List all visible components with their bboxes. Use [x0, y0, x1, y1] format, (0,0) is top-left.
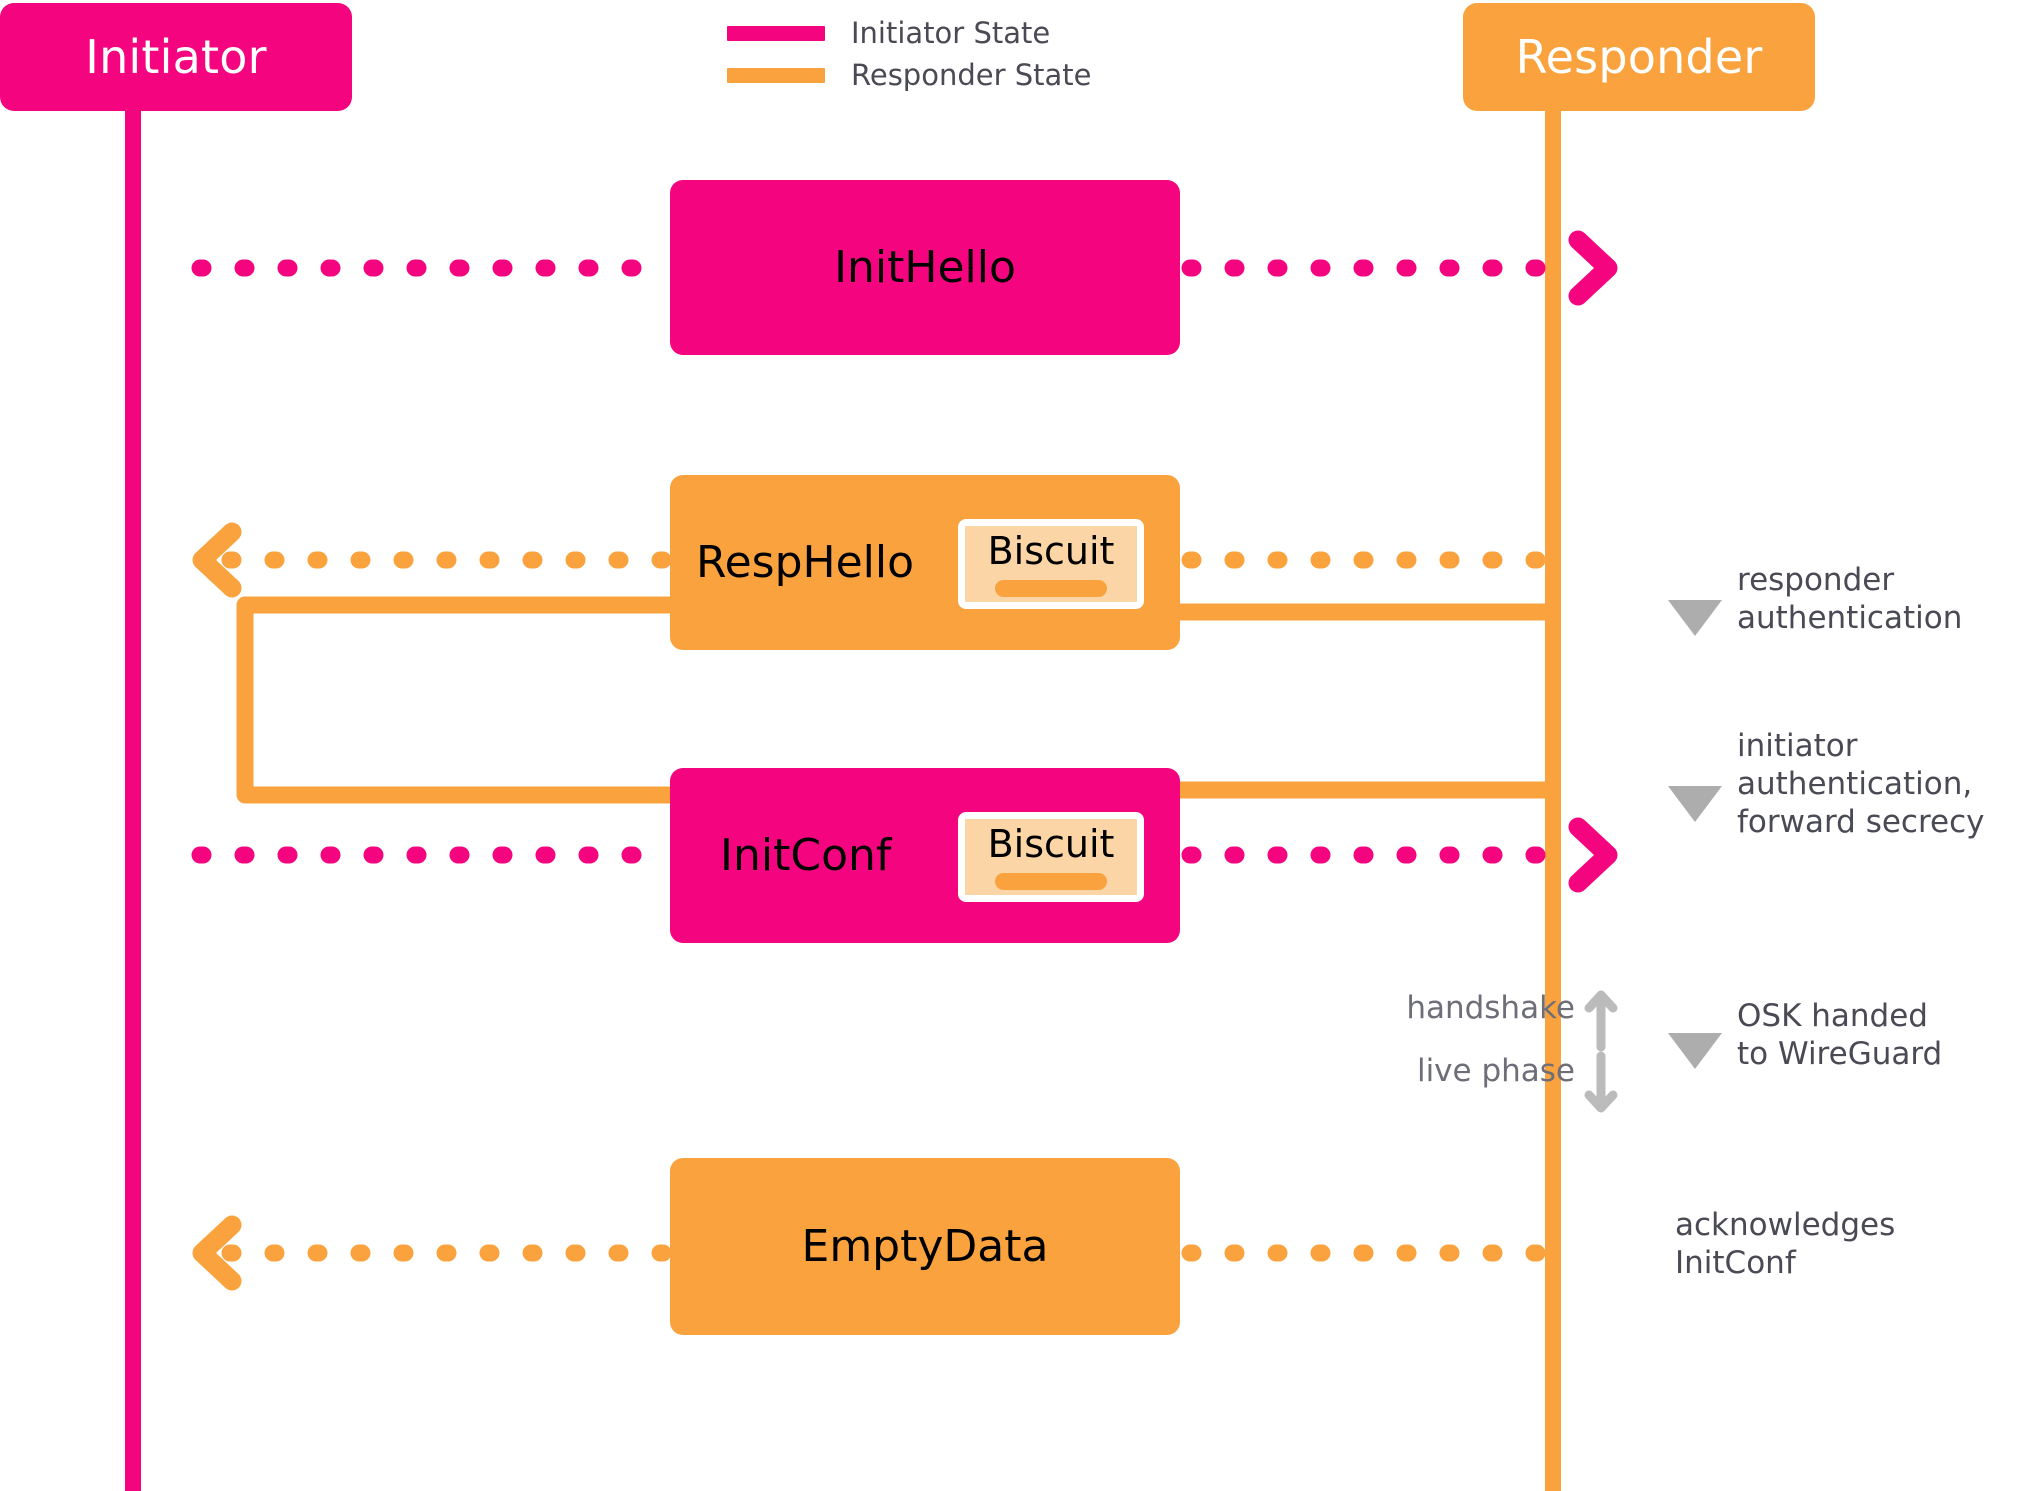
biscuit-bar-icon: [995, 872, 1107, 890]
actor-header-initiator: Initiator: [0, 3, 352, 111]
message-label-resphello: RespHello: [696, 536, 915, 588]
note-responder-authentication: responder authentication: [1737, 562, 1963, 636]
phase-label-handshake: handshake: [1406, 990, 1575, 1026]
message-label-inithello: InitHello: [834, 241, 1016, 293]
arrow-up-icon: [1584, 990, 1618, 1052]
message-label-initconf: InitConf: [720, 829, 892, 881]
arrow-down-icon: [1584, 1051, 1618, 1113]
note-marker-responder-auth-icon: [1668, 600, 1722, 636]
message-box-initconf: InitConf Biscuit: [670, 768, 1180, 943]
legend-label-responder-state: Responder State: [851, 58, 1092, 92]
legend-swatch-responder-icon: [727, 67, 825, 83]
message-label-emptydata: EmptyData: [801, 1220, 1049, 1272]
legend-label-initiator-state: Initiator State: [851, 16, 1051, 50]
arrowhead-inithello-icon: [1568, 230, 1618, 306]
arrowhead-emptydata-icon: [192, 1215, 242, 1291]
note-osk-handed-to-wireguard: OSK handed to WireGuard: [1737, 998, 1943, 1072]
lifeline-initiator: [125, 100, 141, 1491]
arrowhead-resphello-icon: [192, 522, 242, 598]
legend-item-responder-state: Responder State: [727, 54, 1091, 96]
message-box-resphello: RespHello Biscuit: [670, 475, 1180, 650]
legend-swatch-initiator-icon: [727, 25, 825, 41]
biscuit-badge-initconf: Biscuit: [958, 812, 1144, 902]
message-box-inithello: InitHello: [670, 180, 1180, 355]
legend: Initiator State Responder State: [727, 12, 1091, 96]
note-acknowledges-initconf: acknowledges InitConf: [1675, 1207, 1896, 1281]
actor-label-initiator: Initiator: [85, 30, 267, 84]
phase-label-live-phase: live phase: [1416, 1053, 1575, 1089]
note-marker-initiator-auth-icon: [1668, 786, 1722, 822]
note-initiator-authentication: initiator authentication, forward secrec…: [1737, 728, 1985, 840]
biscuit-label-resphello: Biscuit: [987, 528, 1115, 573]
legend-item-initiator-state: Initiator State: [727, 12, 1091, 54]
biscuit-badge-resphello: Biscuit: [958, 519, 1144, 609]
biscuit-label-initconf: Biscuit: [987, 821, 1115, 866]
actor-header-responder: Responder: [1463, 3, 1815, 111]
actor-label-responder: Responder: [1515, 30, 1763, 84]
note-marker-osk-handed-icon: [1668, 1033, 1722, 1069]
state-flow-resphello-to-initconf: [236, 596, 680, 804]
arrowhead-initconf-icon: [1568, 817, 1618, 893]
biscuit-bar-icon: [995, 579, 1107, 597]
message-box-emptydata: EmptyData: [670, 1158, 1180, 1335]
